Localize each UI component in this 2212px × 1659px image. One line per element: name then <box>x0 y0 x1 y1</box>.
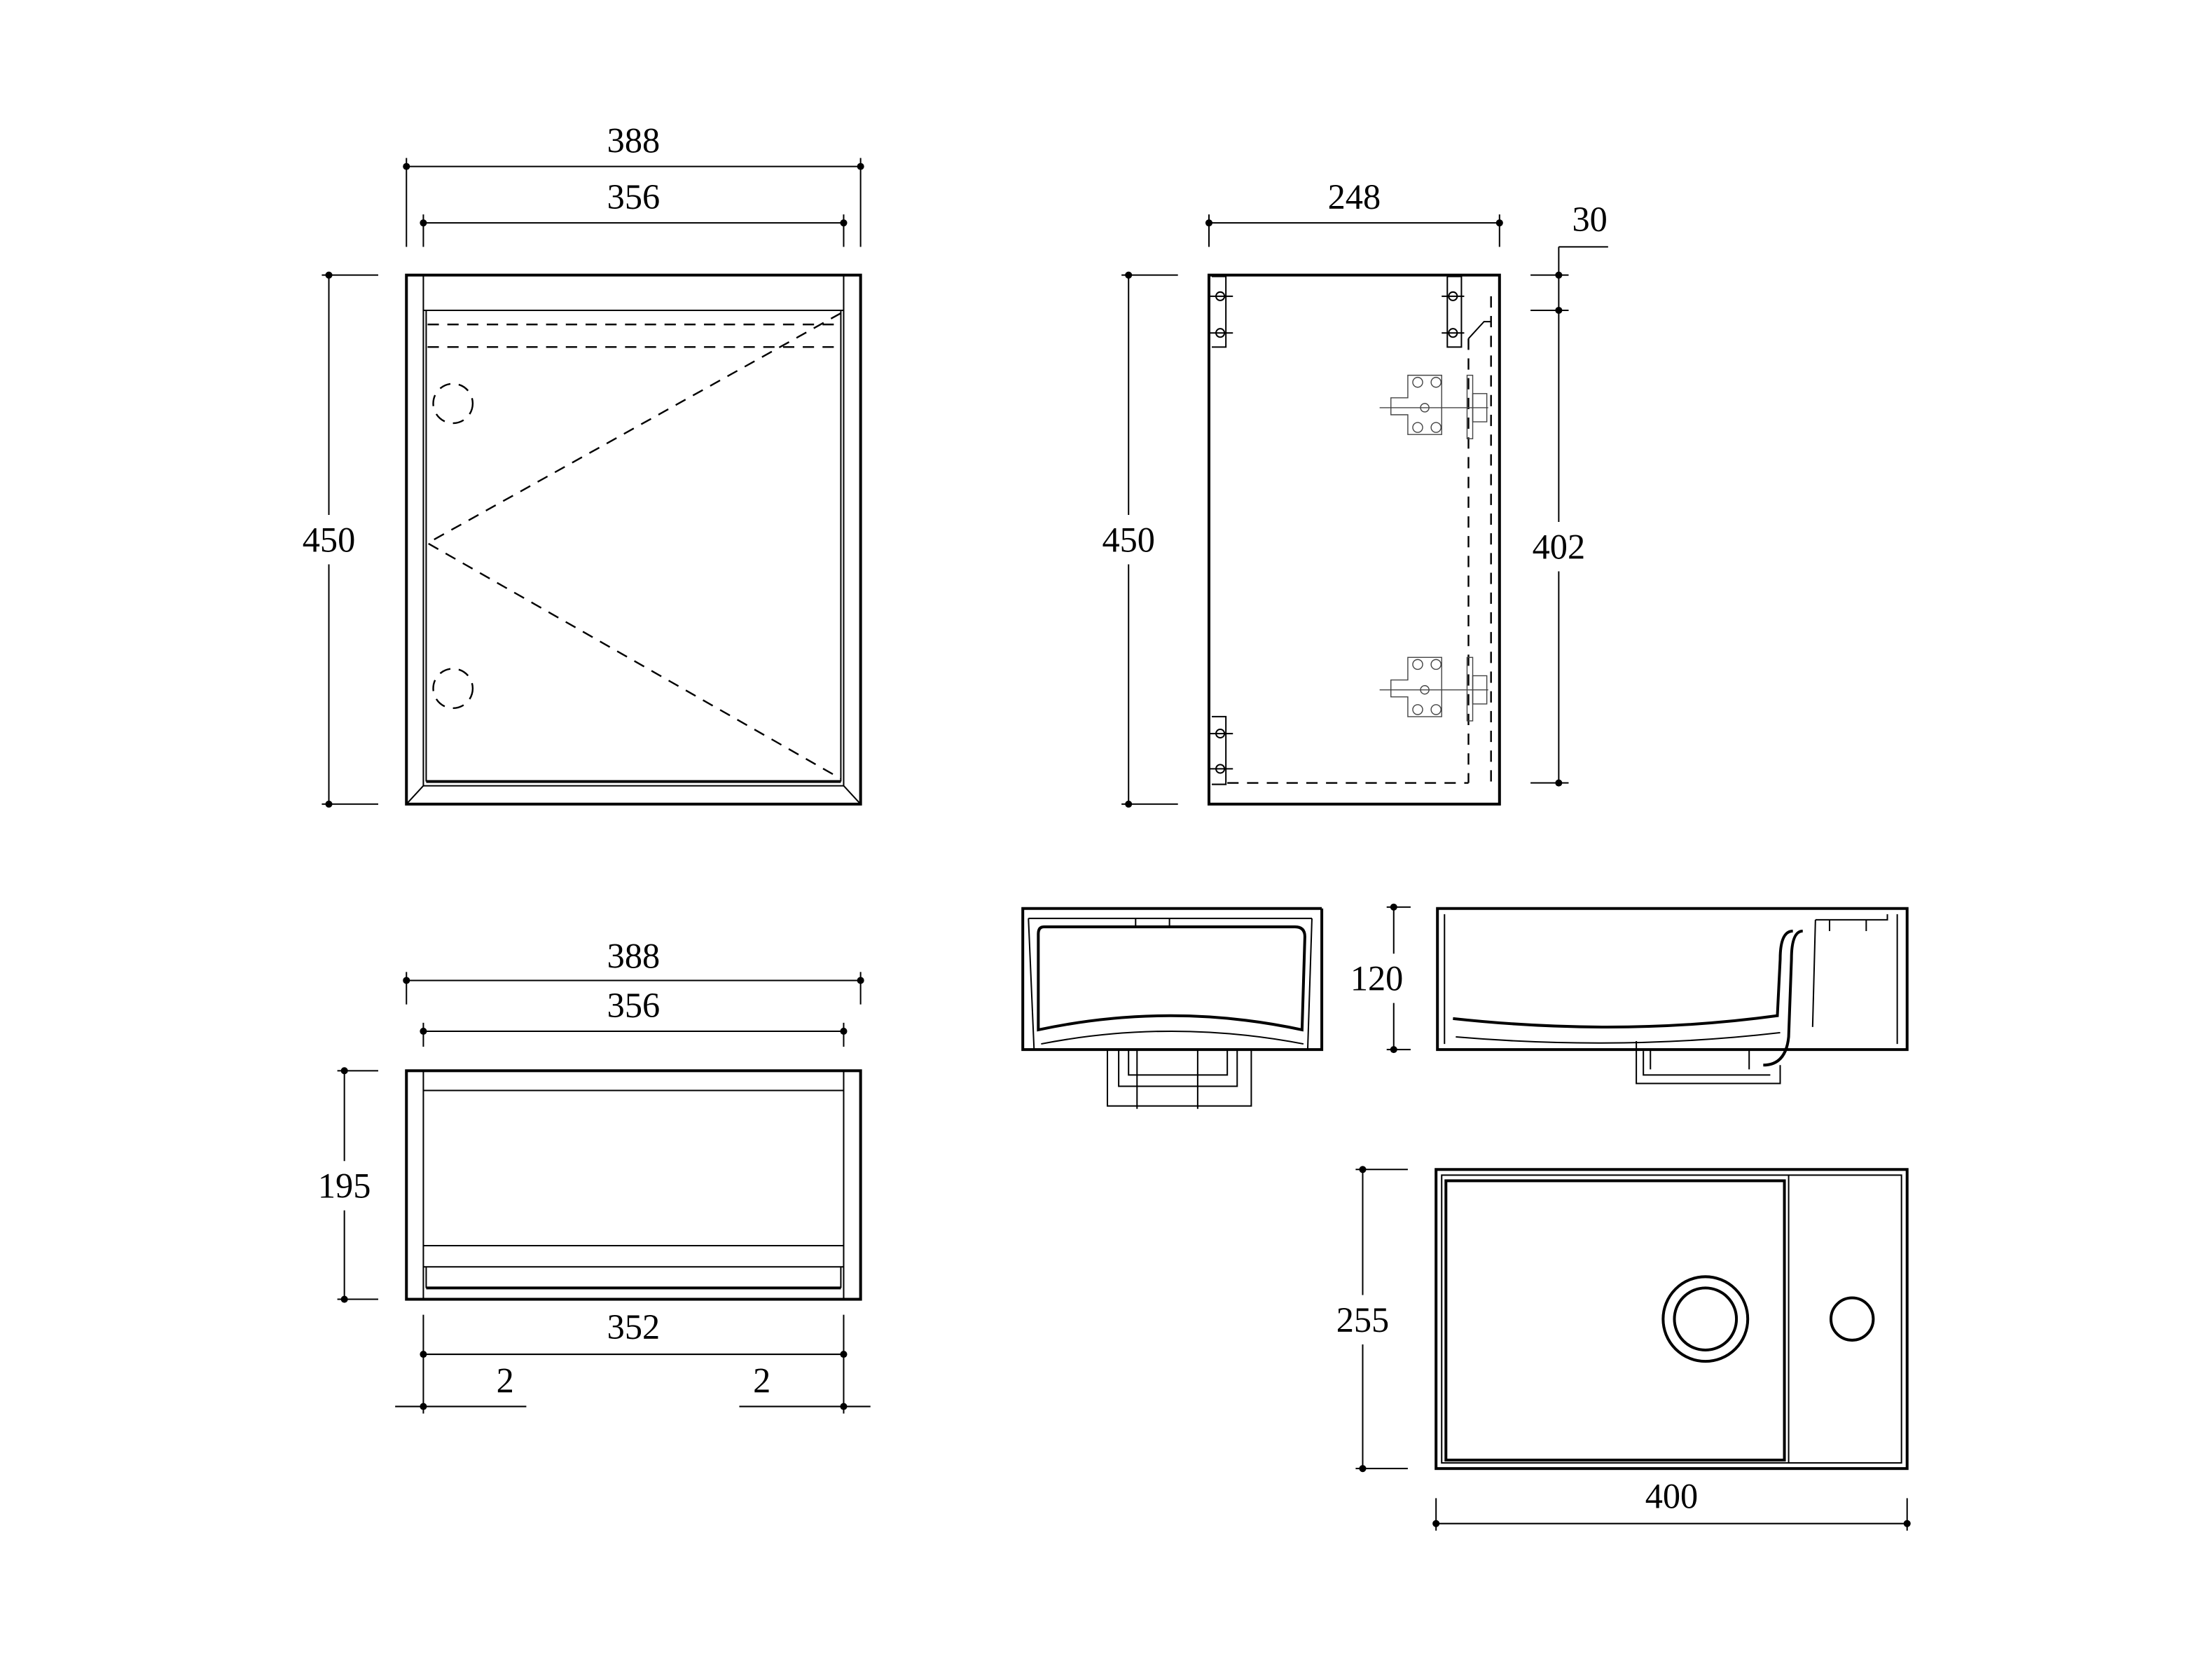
drain-icon <box>1661 1275 1750 1363</box>
basin-front-elevation <box>1021 907 1324 1109</box>
basin-height-dimension: 120 <box>1350 903 1411 1054</box>
tap-hole-icon <box>1829 1296 1875 1342</box>
dimension-label: 248 <box>1328 177 1381 216</box>
top-inner-width-dimension: 352 <box>420 1307 848 1414</box>
cabinet-top-view <box>405 1069 862 1301</box>
dimension-label: 30 <box>1572 200 1608 239</box>
dimension-label: 400 <box>1645 1477 1699 1516</box>
dowel-holes <box>1210 275 1465 785</box>
hinge-icon <box>1379 656 1488 722</box>
basin-side-elevation <box>1436 907 1909 1085</box>
dimension-label: 352 <box>607 1307 661 1347</box>
dimension-label: 120 <box>1350 959 1404 998</box>
top-width-inner-dimension: 356 <box>420 986 848 1047</box>
dimension-label: 450 <box>1102 520 1155 559</box>
basin-plan-view <box>1435 1168 1909 1471</box>
basin-width-dimension: 400 <box>1432 1477 1911 1531</box>
dimension-label: 195 <box>318 1166 371 1206</box>
basin-depth-dimension: 255 <box>1336 1166 1408 1473</box>
dimension-label: 356 <box>607 986 661 1025</box>
cabinet-front-view <box>405 273 862 806</box>
dimension-label: 402 <box>1533 527 1586 566</box>
side-gap-dimensions: 2 2 <box>395 1361 871 1410</box>
front-width-inner-dimension: 356 <box>420 177 848 247</box>
cabinet-side-view <box>1207 273 1501 806</box>
side-height-dimension: 450 <box>1102 271 1178 808</box>
top-width-outer-dimension: 388 <box>403 936 864 1005</box>
dimension-label: 2 <box>753 1361 770 1400</box>
front-height-dimension: 450 <box>303 271 378 808</box>
top-depth-dimension: 195 <box>318 1067 378 1303</box>
dimension-label: 356 <box>607 177 661 216</box>
side-depth-dimension: 248 <box>1205 177 1503 247</box>
dimension-label: 2 <box>497 1361 514 1400</box>
dimension-label: 450 <box>303 520 356 559</box>
side-offset-dimension: 30 402 <box>1530 200 1608 787</box>
hinge-icon <box>1379 374 1488 439</box>
front-width-outer-dimension: 388 <box>403 121 864 247</box>
dimension-label: 255 <box>1336 1300 1390 1340</box>
dimension-label: 388 <box>607 121 661 160</box>
dimension-label: 388 <box>607 936 661 975</box>
